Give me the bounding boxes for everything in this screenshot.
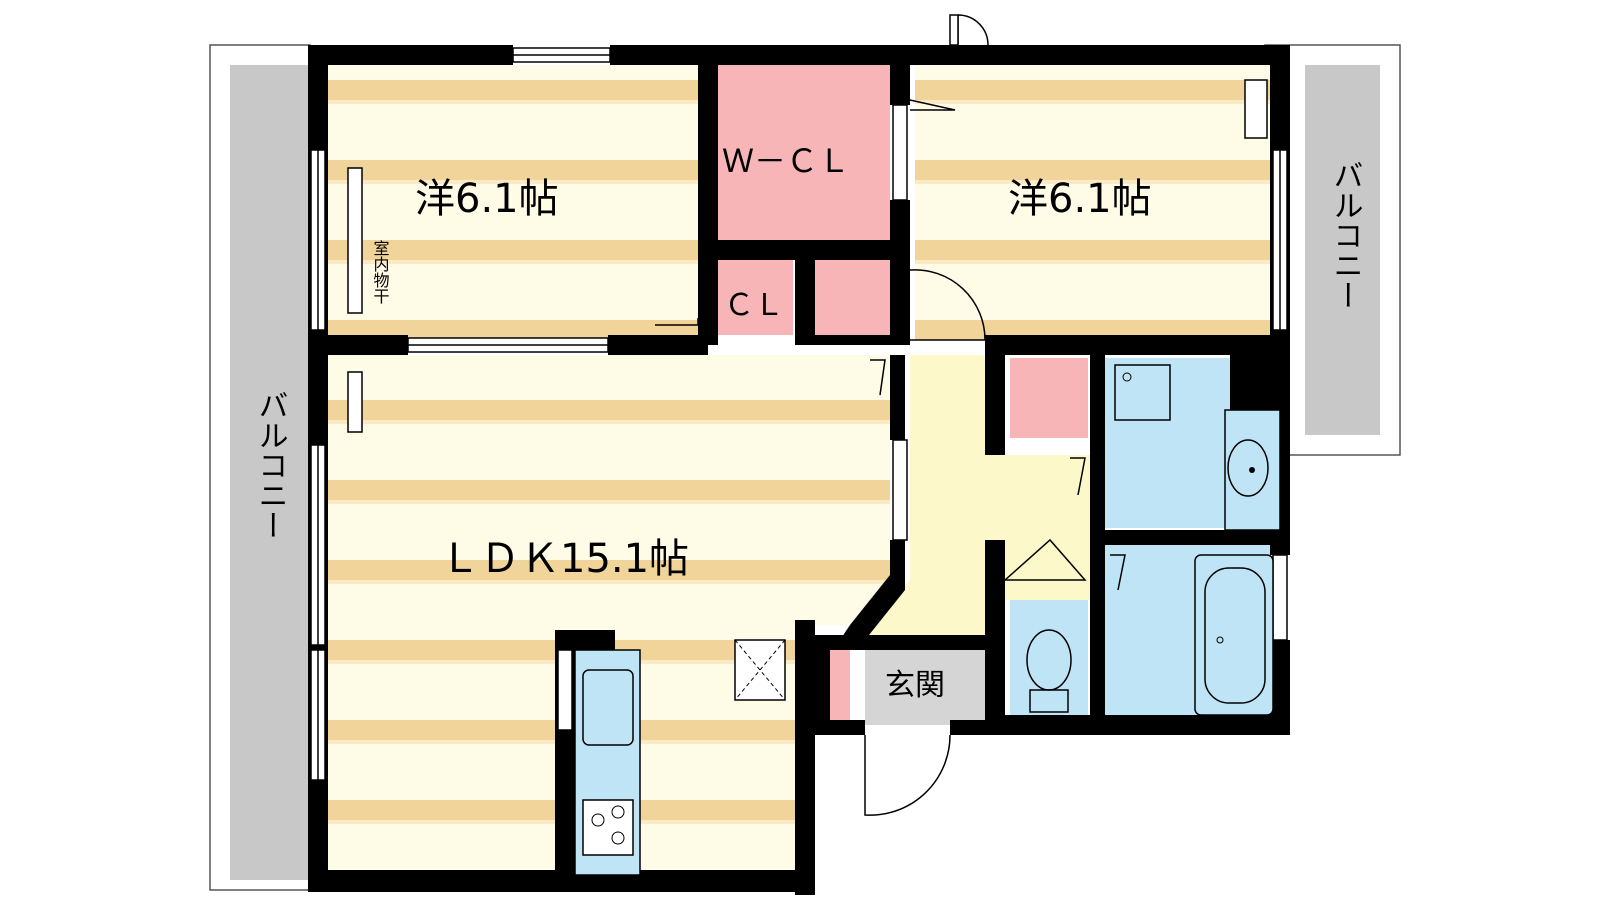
toilet bbox=[1026, 629, 1072, 713]
floor-closet-small bbox=[718, 260, 793, 335]
balcony-right bbox=[1264, 44, 1401, 456]
room-label-entrance: 玄関 bbox=[885, 668, 945, 703]
room-label-western-left: 洋6.1帖 bbox=[415, 176, 559, 222]
floor-hall bbox=[865, 355, 1090, 640]
floor-entrance bbox=[865, 650, 990, 725]
room-label-closet: ＣＬ bbox=[724, 288, 784, 323]
bathtub bbox=[1194, 554, 1274, 716]
floor-western-left bbox=[327, 65, 700, 340]
windows bbox=[310, 47, 1288, 781]
ldk-vent bbox=[347, 371, 363, 433]
room-label-western-right: 洋6.1帖 bbox=[1008, 176, 1152, 222]
floor-closet-mid bbox=[815, 260, 890, 340]
room-label-walk-in-closet: Ｗ－ＣＬ bbox=[722, 142, 850, 180]
room-label-ldk: ＬＤＫ15.1帖 bbox=[440, 536, 689, 582]
washing-machine bbox=[1114, 364, 1171, 421]
floor-walk-in-closet bbox=[718, 65, 890, 240]
floor-toilet bbox=[1010, 600, 1088, 725]
doors bbox=[655, 14, 1126, 816]
bedroom-vent bbox=[1244, 79, 1268, 139]
kitchen-counter bbox=[574, 649, 641, 876]
floor-storage-hall bbox=[1010, 358, 1088, 438]
floor-western-right bbox=[915, 65, 1285, 340]
indoor-drying-label: 室内物干 bbox=[371, 240, 390, 304]
indoor-drying-rail bbox=[347, 167, 363, 314]
balcony-left bbox=[209, 44, 311, 891]
wash-basin bbox=[1224, 409, 1281, 531]
fridge-space bbox=[734, 639, 786, 701]
floor-ldk bbox=[327, 355, 890, 880]
balcony-label-right: バルコニー bbox=[1328, 160, 1363, 310]
balcony-label-left: バルコニー bbox=[253, 390, 288, 540]
